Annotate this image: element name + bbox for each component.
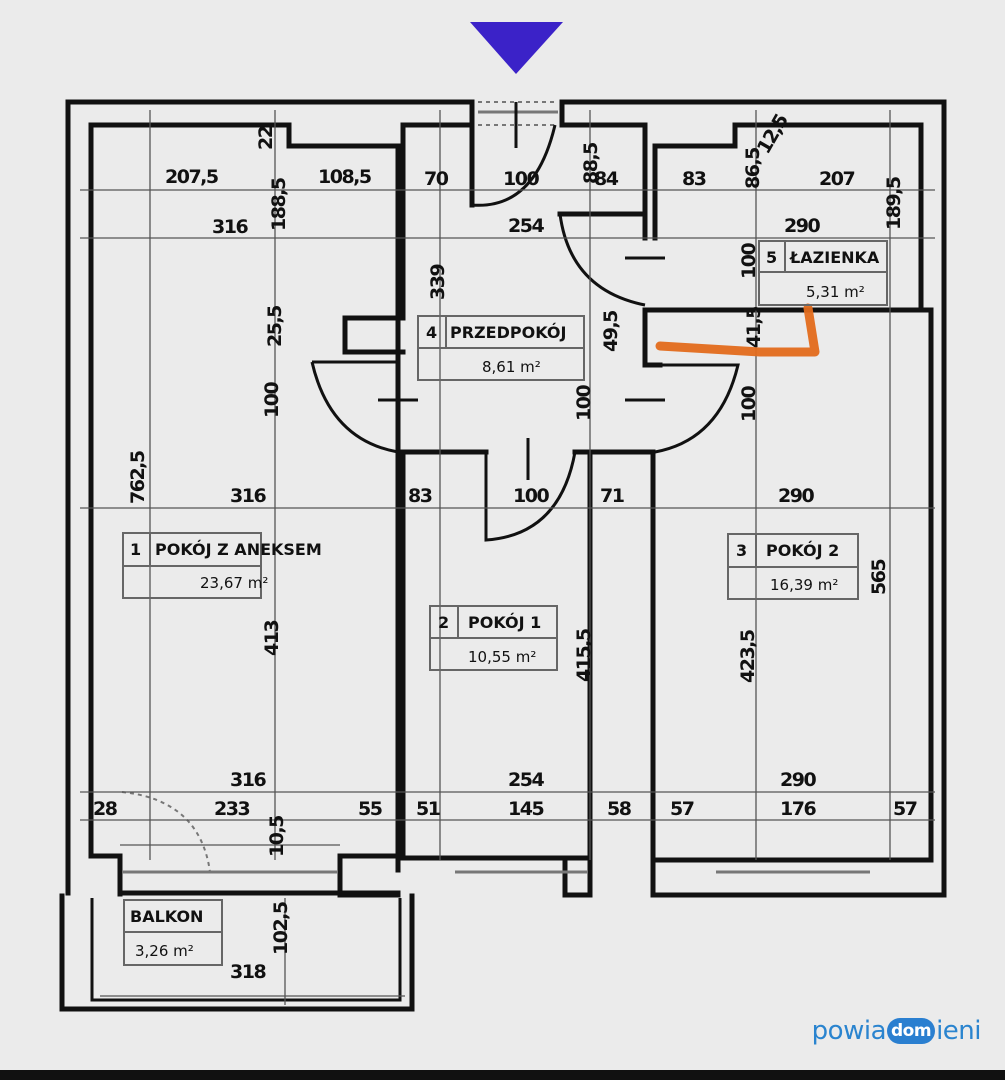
dim-top-6: 70 [424,168,449,190]
dim-bot-2: 28 [93,798,118,820]
room-label-1: 1 POKÓJ Z ANEKSEM 23,67 m² [122,532,322,599]
room-label-4: 4 PRZEDPOKÓJ 8,61 m² [417,315,585,381]
dim-mid-6: 100 [738,243,760,279]
dim-vert-2: 415,5 [573,629,595,682]
dim-bot-10: 290 [780,769,816,791]
room-name: POKÓJ 1 [468,613,541,632]
dim-bot-6: 254 [508,769,544,791]
logo-prefix: powia [811,1016,887,1046]
dim-mid-10: 316 [230,485,266,507]
dim-mid-13: 71 [600,485,624,507]
dim-vert-3: 423,5 [737,630,759,683]
balcony-outline [59,893,415,1012]
dim-bot-8: 145 [508,798,543,820]
dim-mid-1: 339 [427,265,449,300]
logo-suffix: ieni [936,1016,981,1046]
dim-top-10: 254 [508,215,544,237]
dim-top-11: 83 [682,168,706,190]
dim-balcony-1: 102,5 [270,902,292,955]
bottom-bar [0,1070,1005,1080]
dim-mid-5: 100 [573,385,595,421]
windows [122,101,870,874]
dim-mid-14: 290 [778,485,814,507]
dim-mid-9: 762,5 [127,451,149,504]
dim-top-5: 188,5 [268,178,290,231]
room-area: 10,55 m² [468,648,536,666]
dim-top-8: 88,5 [580,143,602,184]
room-label-5: 5 ŁAZIENKA 5,31 m² [758,240,888,306]
dim-balcony-2: 318 [230,961,266,983]
dim-bot-5: 10,5 [266,816,288,857]
room-name: PRZEDPOKÓJ [450,323,566,342]
dimension-lines [80,110,935,1005]
dim-mid-2: 25,5 [264,306,286,347]
room-label-balcony: BALKON 3,26 m² [123,899,223,966]
room-name: POKÓJ 2 [766,541,839,560]
room-number: 2 [438,613,449,632]
room-label-2: 2 POKÓJ 1 10,55 m² [429,605,558,671]
dim-bot-12: 176 [780,798,816,820]
outer-walls [65,99,947,898]
dim-top-1: 207,5 [165,166,218,188]
dim-vert-1: 413 [261,621,283,656]
dim-top-16: 189,5 [883,177,905,230]
dim-top-14: 207 [819,168,854,190]
dim-top-2: 108,5 [318,166,371,188]
dim-top-9: 84 [594,168,619,190]
dim-mid-4: 49,5 [600,311,622,352]
room-area: 23,67 m² [200,574,268,592]
dim-top-4: 316 [212,216,248,238]
room-name: POKÓJ Z ANEKSEM [155,540,322,559]
room-name: ŁAZIENKA [789,248,880,267]
room-label-3: 3 POKÓJ 2 16,39 m² [727,533,859,600]
dim-bot-13: 57 [893,798,917,820]
dim-top-13: 12,5 [753,111,793,158]
dim-mid-3: 100 [261,382,283,418]
dim-top-12: 86,5 [742,148,764,189]
dim-bot-7: 51 [416,798,440,820]
highlight-mark [655,303,820,357]
room-number: 5 [766,248,777,267]
dim-vert-4: 565 [868,560,890,595]
dim-top-15: 290 [784,215,820,237]
room-area: 16,39 m² [770,576,838,594]
room-name: BALKON [130,907,203,926]
dim-bot-1: 316 [230,769,266,791]
room-area: 3,26 m² [135,942,194,960]
dim-bot-11: 57 [670,798,694,820]
dim-mid-12: 100 [513,485,549,507]
room-number: 1 [130,540,141,559]
room-number: 3 [736,541,747,560]
room-number: 4 [426,323,437,342]
room-area: 5,31 m² [806,283,865,301]
dim-bot-3: 233 [214,798,249,820]
logo-bubble: dom [887,1018,936,1044]
dim-mid-11: 83 [408,485,432,507]
dim-top-7: 100 [503,168,539,190]
dim-bot-4: 55 [358,798,382,820]
dim-top-3: 22 [255,126,277,150]
room-area: 8,61 m² [482,358,541,376]
dim-mid-7: 41,5 [743,307,765,348]
down-triangle-icon [470,22,563,74]
doors [121,102,740,873]
dim-mid-8: 100 [738,386,760,422]
dim-bot-9: 58 [607,798,632,820]
